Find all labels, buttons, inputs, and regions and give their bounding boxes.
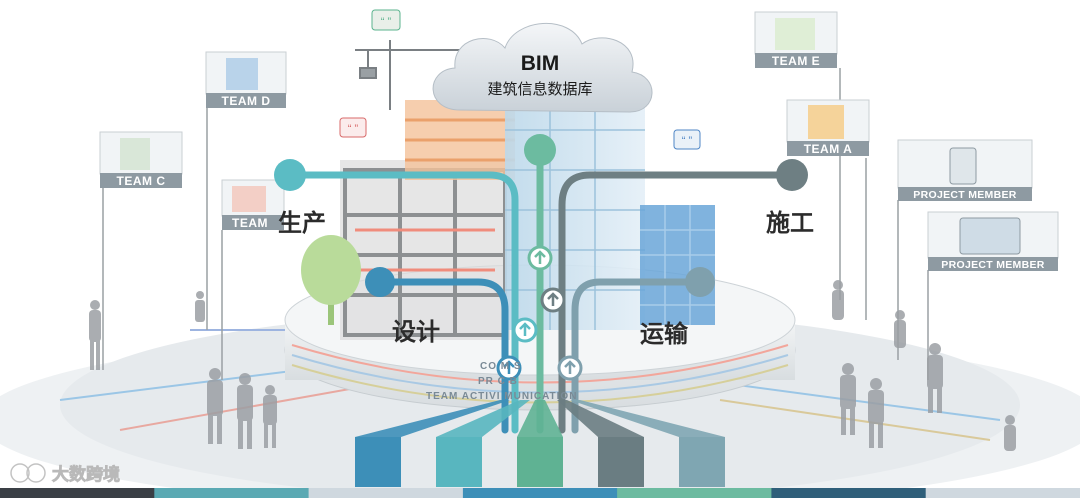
stage-label-design: 设计 bbox=[392, 318, 440, 346]
node-design bbox=[365, 267, 395, 297]
footer-stripe-segment bbox=[771, 488, 927, 498]
building-frame bbox=[340, 160, 510, 340]
node-construction bbox=[776, 159, 808, 191]
footer-stripe-segment bbox=[154, 488, 310, 498]
team-e-board: TEAM E bbox=[754, 11, 841, 300]
upload-arrow-icon bbox=[557, 355, 583, 381]
bottom-bar bbox=[517, 437, 563, 487]
team-c-board: TEAM C bbox=[99, 131, 183, 370]
upload-arrow-icon bbox=[512, 317, 538, 343]
team-a-board: TEAM A bbox=[786, 99, 870, 320]
svg-text:“ ”: “ ” bbox=[682, 135, 693, 147]
building-glass bbox=[505, 90, 715, 330]
upload-arrow-icon bbox=[527, 245, 553, 271]
team-d-label: TEAM D bbox=[222, 94, 271, 108]
node-transport bbox=[685, 267, 715, 297]
connector-lines bbox=[286, 146, 794, 434]
team-c-label: TEAM C bbox=[117, 174, 166, 188]
tree bbox=[301, 235, 361, 325]
bottom-bar bbox=[598, 437, 644, 487]
project-member-label: PROJECT MEMBER bbox=[913, 189, 1016, 201]
bottom-bars bbox=[355, 400, 725, 487]
ring-text-line3: TEAM ACTIVI MUNICATION bbox=[426, 391, 577, 402]
footer-stripe-segment bbox=[462, 488, 618, 498]
watermark-text: 大数跨境 bbox=[52, 464, 120, 485]
team-partial-label: TEAM bbox=[232, 216, 268, 230]
ring-text-line1: CO M S bbox=[480, 361, 522, 372]
ring-text-line2: PR C B bbox=[478, 376, 518, 387]
bottom-bar bbox=[355, 437, 401, 487]
stage-label-production: 生产 bbox=[278, 209, 326, 237]
footer-stripe-segment bbox=[925, 488, 1080, 498]
footer-stripe-segment bbox=[308, 488, 464, 498]
footer-stripe-segment bbox=[0, 488, 155, 498]
bim-title: BIM bbox=[521, 52, 560, 75]
team-e-label: TEAM E bbox=[772, 54, 820, 68]
speech-bubble-icon: “ ” bbox=[673, 129, 701, 150]
bottom-bar bbox=[679, 437, 725, 487]
bim-cloud: BIM 建筑信息数据库 bbox=[432, 22, 653, 113]
team-partial-board: TEAM bbox=[221, 179, 285, 380]
team-a-label: TEAM A bbox=[804, 142, 853, 156]
project-member-board: PROJECT MEMBER bbox=[927, 211, 1059, 380]
upload-arrow-icon bbox=[496, 355, 522, 381]
bim-subtitle: 建筑信息数据库 bbox=[487, 80, 592, 98]
footer-stripe bbox=[0, 488, 1080, 498]
team-d-board: TEAM D bbox=[205, 51, 287, 330]
stage-label-transport: 运输 bbox=[640, 320, 689, 348]
crane bbox=[355, 40, 465, 110]
node-production bbox=[274, 159, 306, 191]
project-member-label: PROJECT MEMBER bbox=[941, 259, 1044, 271]
speech-bubble-icon: “ ” bbox=[371, 9, 401, 31]
svg-text:“ ”: “ ” bbox=[348, 123, 359, 135]
stage-label-construction: 施工 bbox=[766, 209, 814, 237]
bar-connector bbox=[355, 400, 510, 437]
bar-connector bbox=[436, 400, 530, 437]
upload-arrow-icon bbox=[540, 287, 566, 313]
bar-connector bbox=[517, 400, 563, 437]
project-member-board: PROJECT MEMBER bbox=[897, 139, 1033, 360]
bar-connector bbox=[557, 400, 644, 437]
node-bim bbox=[524, 134, 556, 166]
footer-stripe-segment bbox=[617, 488, 772, 498]
watermark: 大数跨境 bbox=[10, 463, 120, 485]
bottom-bar bbox=[436, 437, 482, 487]
building-orange bbox=[405, 100, 515, 180]
svg-text:“ ”: “ ” bbox=[381, 16, 392, 28]
bar-connector bbox=[570, 400, 725, 437]
people-silhouettes bbox=[89, 280, 1016, 451]
speech-bubble-icon: “ ” bbox=[339, 117, 367, 138]
platform-ring-text: CO M S PR C B TEAM ACTIVI MUNICATION bbox=[426, 361, 577, 402]
